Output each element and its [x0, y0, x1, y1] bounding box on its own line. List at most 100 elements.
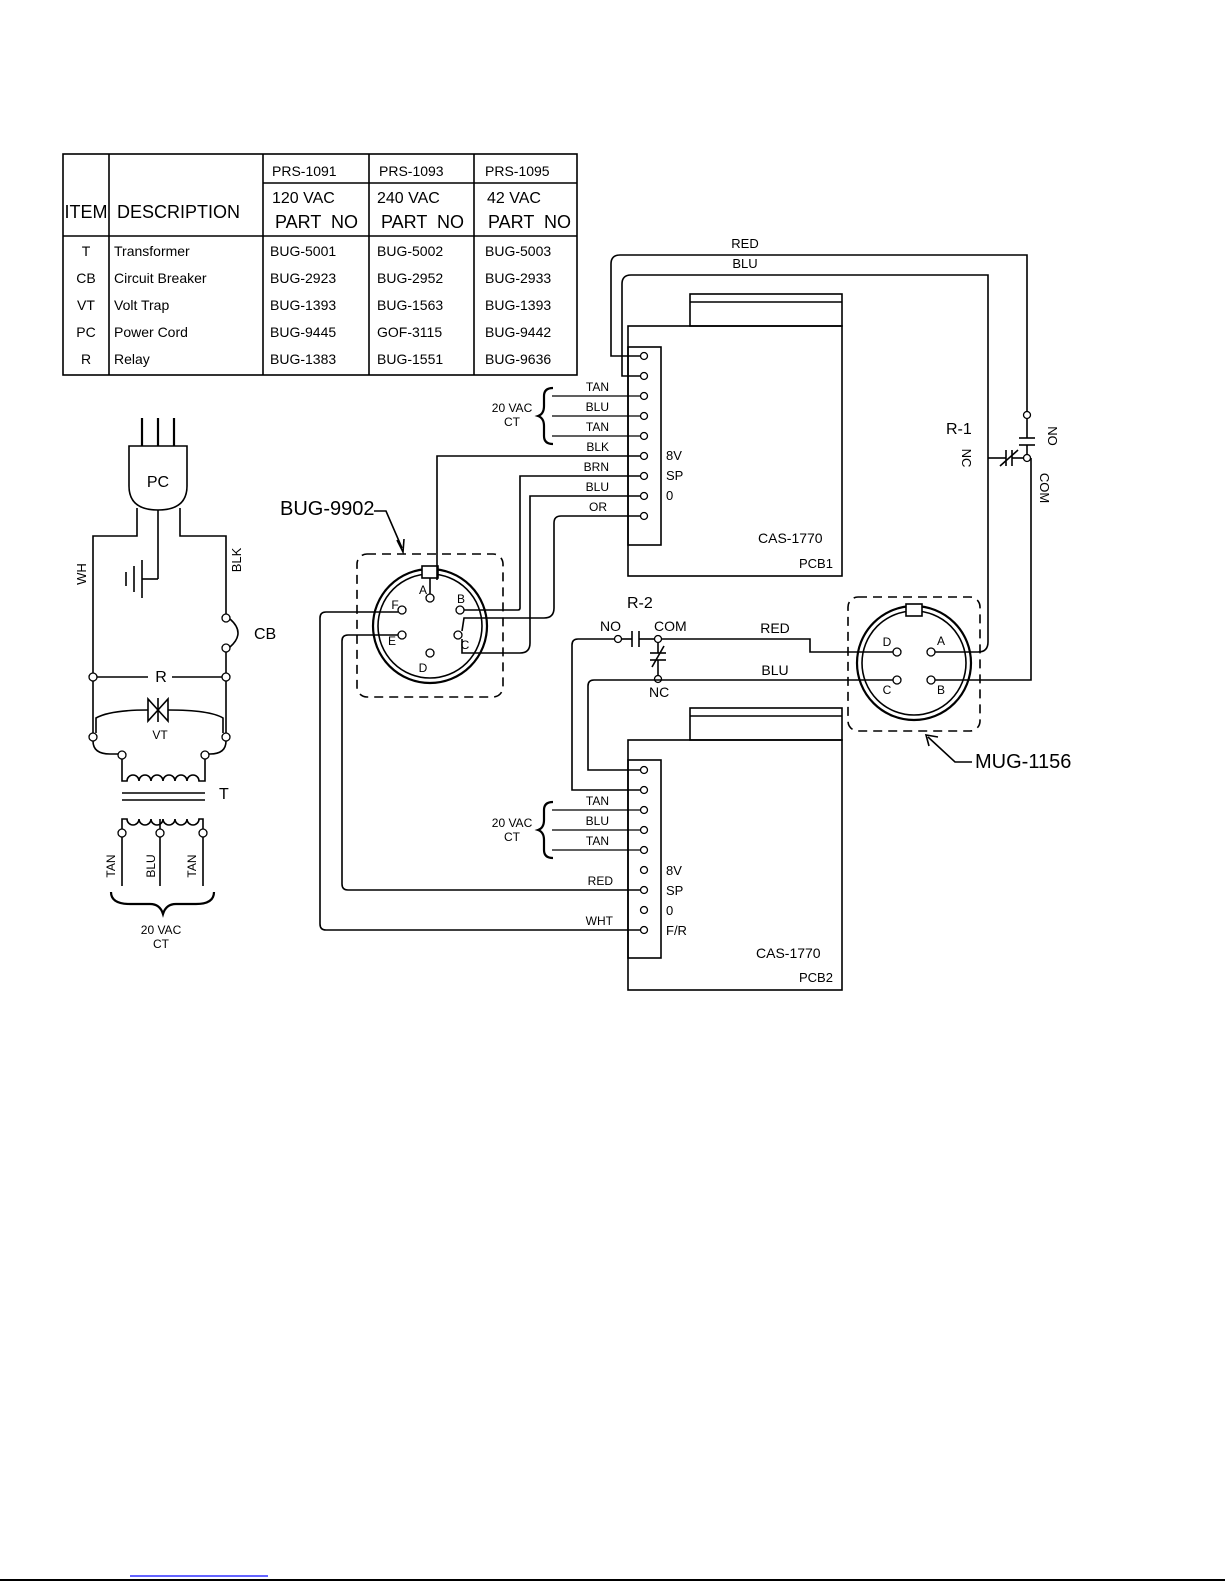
parts-table: ITEM DESCRIPTION PRS-1091 PRS-1093 PRS-1… [62, 153, 578, 376]
pin-label: D [883, 635, 892, 649]
description-cell: Transformer [114, 243, 190, 259]
part-cell: BUG-1551 [377, 351, 443, 367]
relay-label: R-1 [946, 421, 972, 438]
part-cell: BUG-9636 [485, 351, 551, 367]
relay-r2: R-2 NO COM NC [600, 595, 687, 700]
volt-trap-symbol: VT [88, 696, 231, 742]
terminal-label: 8V [666, 863, 682, 878]
contact-label: NC [649, 684, 669, 700]
wire-label: BLU [761, 662, 788, 678]
part-cell: BUG-1393 [485, 297, 551, 313]
wh-label: WH [74, 563, 89, 585]
output-label: CT [153, 937, 170, 951]
connector-label: MUG-1156 [975, 751, 1071, 773]
pcb2-terminals [639, 765, 649, 935]
cb-label: CB [254, 626, 276, 643]
part-cell: BUG-2923 [270, 270, 336, 286]
model-header: PRS-1093 [379, 163, 444, 179]
wire-label: TAN [586, 380, 609, 394]
leader-arrow [374, 510, 403, 549]
item-cell: CB [76, 270, 95, 286]
model-header: PRS-1095 [485, 163, 550, 179]
ground-icon [125, 560, 158, 598]
pin-label: B [937, 683, 945, 697]
pcb1-input-label: CT [504, 415, 521, 429]
pin-label: F [391, 598, 398, 612]
contact-label: NO [600, 618, 621, 634]
pcb1-model: CAS-1770 [758, 530, 823, 546]
wire-label: BRN [584, 460, 609, 474]
wire-label: BLU [586, 480, 609, 494]
output-label: 20 VAC [141, 923, 182, 937]
pcb1-name: PCB1 [799, 556, 833, 571]
terminal-label: 0 [666, 903, 673, 918]
leader-arrow [927, 736, 972, 763]
pc-label: PC [147, 474, 169, 491]
item-header: ITEM [65, 202, 108, 222]
wire-label: BLU [586, 400, 609, 414]
voltage-header: 42 VAC [487, 190, 541, 207]
terminal-label: SP [666, 468, 683, 483]
wire-label: BLU [732, 256, 757, 271]
voltage-header: 240 VAC [377, 190, 440, 207]
part-cell: BUG-5003 [485, 243, 551, 259]
pcb2-input-label: CT [504, 830, 521, 844]
blu-lead-label: BLU [144, 854, 158, 877]
relay-label: R-2 [627, 595, 653, 612]
pcb2-name: PCB2 [799, 970, 833, 985]
tan-lead-label: TAN [104, 854, 118, 877]
bug-9902-connector: A B C D E F BUG-9902 [280, 498, 504, 698]
terminal-label: 0 [666, 488, 673, 503]
contact-label: NC [959, 449, 974, 468]
model-header: PRS-1091 [272, 163, 337, 179]
pin-label: B [457, 592, 465, 606]
pcb1-input-wires: TAN BLU TAN BLK BRN BLU OR 20 VAC CT [492, 380, 640, 514]
power-cord-plug: PC [128, 418, 188, 511]
tan-lead-label: TAN [185, 854, 199, 877]
pin-label: C [461, 638, 470, 652]
part-cell: BUG-1563 [377, 297, 443, 313]
wire-label: BLU [586, 814, 609, 828]
wire-label: WHT [586, 914, 614, 928]
wire-label: TAN [586, 834, 609, 848]
part-no-header: PART NO [275, 212, 358, 232]
pcb1-input-label: 20 VAC [492, 401, 533, 415]
pcb2-model: CAS-1770 [756, 945, 821, 961]
pcb1-board: CAS-1770 PCB1 8V SP 0 [627, 293, 843, 577]
description-cell: Volt Trap [114, 297, 169, 313]
terminal-label: 8V [666, 448, 682, 463]
part-no-header: PART NO [381, 212, 464, 232]
r-label: R [155, 669, 167, 686]
circuit-breaker-symbol: CB [221, 613, 276, 653]
contact-label: NO [1045, 426, 1060, 446]
wire-label: RED [760, 620, 790, 636]
transformer-symbol: T [121, 759, 229, 829]
item-cell: T [82, 243, 91, 259]
connector-label: BUG-9902 [280, 498, 375, 520]
part-cell: BUG-5002 [377, 243, 443, 259]
blk-label: BLK [229, 547, 244, 572]
relay-r1: R-1 NC NO COM [946, 410, 1060, 503]
part-cell: BUG-5001 [270, 243, 336, 259]
wire-label: RED [731, 236, 758, 251]
description-cell: Circuit Breaker [114, 270, 207, 286]
part-cell: BUG-9445 [270, 324, 336, 340]
power-supply-circuit: PC WH BLK CB R [74, 418, 276, 951]
pin-label: A [937, 634, 945, 648]
vt-label: VT [152, 728, 168, 742]
contact-label: COM [1037, 473, 1052, 503]
voltage-header: 120 VAC [272, 190, 335, 207]
part-cell: BUG-1393 [270, 297, 336, 313]
pin-label: D [419, 661, 428, 675]
input-brace [534, 386, 554, 446]
description-header: DESCRIPTION [117, 202, 240, 222]
pcb2-input-label: 20 VAC [492, 816, 533, 830]
part-cell: BUG-2933 [485, 270, 551, 286]
mug-1156-connector: D A C B MUG-1156 [847, 596, 1071, 773]
terminal-label: SP [666, 883, 683, 898]
wire-label: OR [589, 500, 607, 514]
t-label: T [219, 786, 229, 803]
interconnect-wires: RED BLU RED BLU [319, 236, 1032, 931]
item-cell: VT [77, 297, 95, 313]
